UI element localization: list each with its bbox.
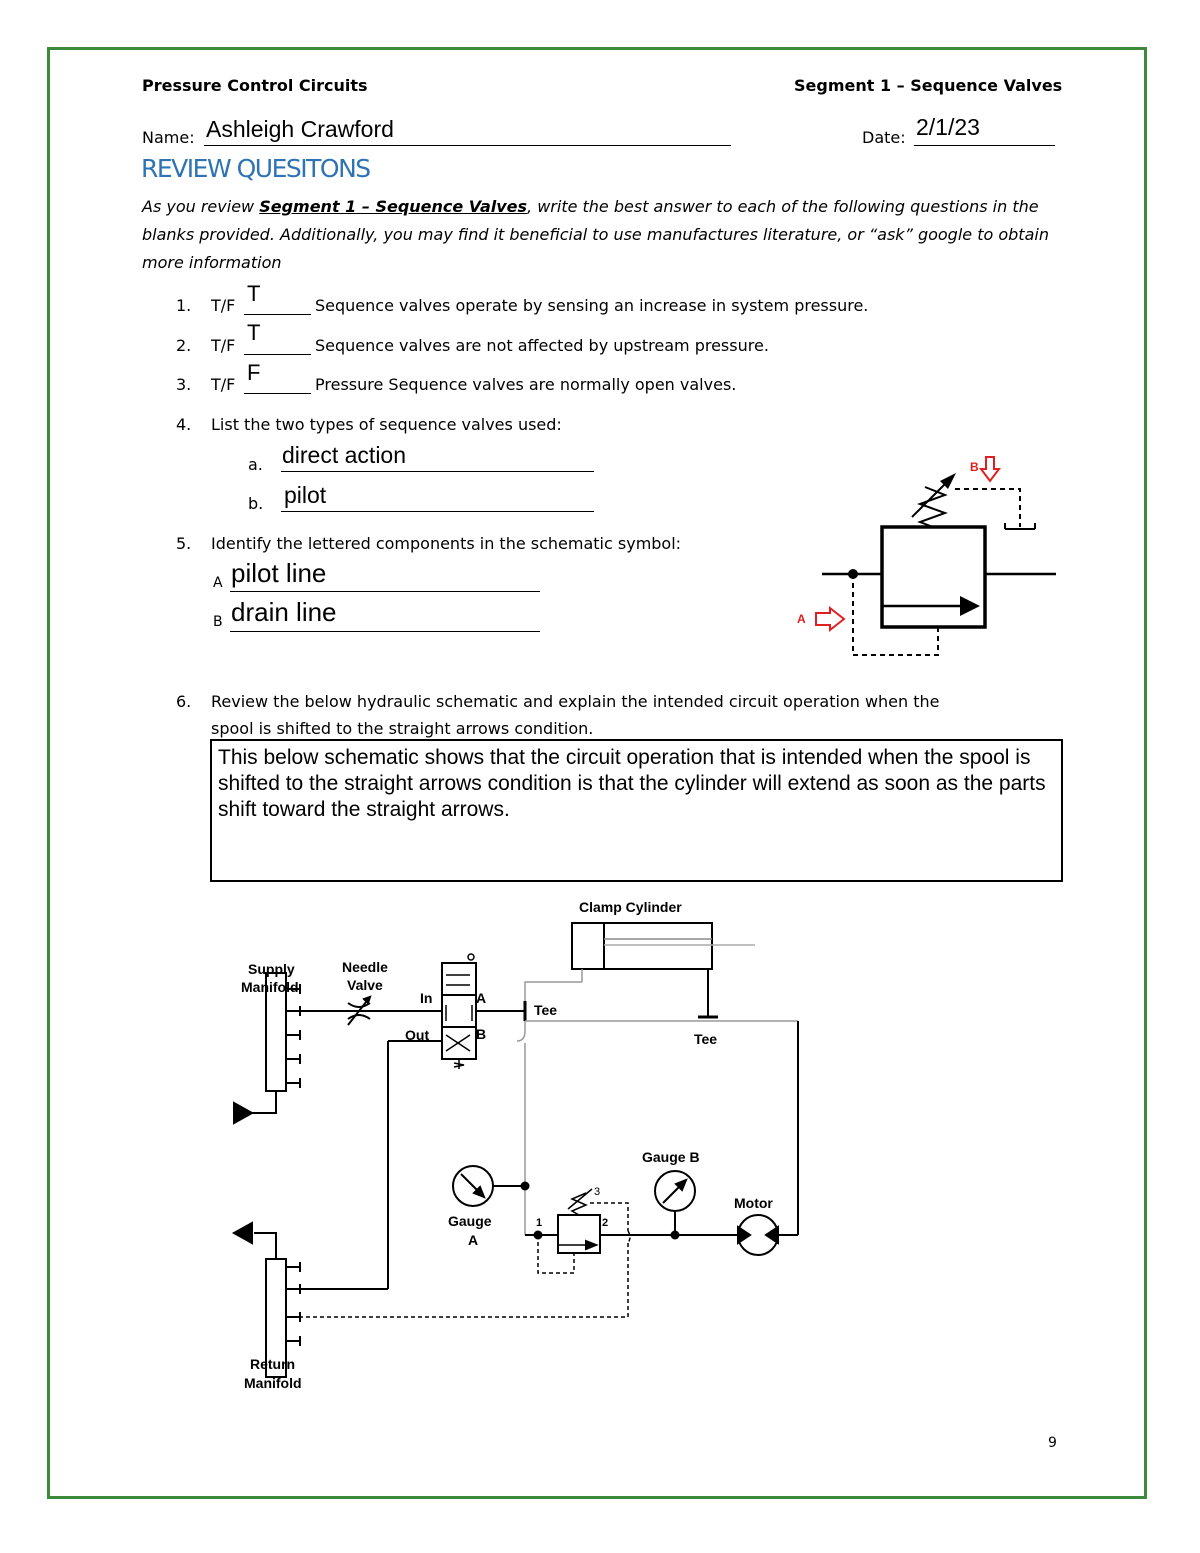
q1-number: 1. — [176, 296, 192, 315]
q2-text: Sequence valves are not affected by upst… — [315, 336, 769, 355]
label-return-2: Manifold — [244, 1375, 302, 1391]
label-supply-2: Manifold — [241, 979, 299, 995]
label-supply-1: Supply — [248, 961, 295, 977]
label-needle-2: Valve — [347, 977, 383, 993]
date-field[interactable]: 2/1/23 — [916, 114, 980, 140]
label-motor: Motor — [734, 1195, 773, 1211]
q4-text: List the two types of sequence valves us… — [211, 415, 562, 434]
q6-answer-box[interactable]: This below schematic shows that the circ… — [210, 739, 1063, 882]
intro-paragraph: As you review Segment 1 – Sequence Valve… — [142, 193, 1072, 277]
label-out: Out — [405, 1027, 429, 1043]
q4-a-blank — [281, 471, 594, 472]
label-port-1: 1 — [536, 1217, 542, 1229]
q3-blank — [244, 393, 311, 394]
q5-b-blank — [230, 631, 540, 632]
page-border — [47, 47, 1147, 1499]
q4-a-answer[interactable]: direct action — [282, 442, 407, 468]
label-port-3: 3 — [594, 1186, 600, 1198]
q5-text: Identify the lettered components in the … — [211, 534, 682, 553]
label-in: In — [420, 990, 432, 1006]
label-tee-1: Tee — [534, 1002, 557, 1018]
label-port-a: A — [476, 990, 486, 1006]
q1-text: Sequence valves operate by sensing an in… — [315, 296, 869, 315]
q6-text-line1: Review the below hydraulic schematic and… — [211, 692, 940, 711]
q4-b-label: b. — [248, 494, 264, 513]
label-gauge-b: Gauge B — [642, 1149, 700, 1165]
q2-prefix: T/F — [211, 336, 236, 355]
header-right: Segment 1 – Sequence Valves — [794, 76, 1063, 95]
q1-answer[interactable]: T — [247, 281, 261, 306]
q3-prefix: T/F — [211, 375, 236, 394]
q5-b-label: B — [213, 614, 223, 630]
arrow-right-icon — [815, 605, 846, 633]
hydraulic-schematic: Clamp Cylinder Supply Manifold Needle Va… — [231, 899, 799, 1391]
page-number: 9 — [1048, 1435, 1057, 1451]
q1-blank — [244, 314, 311, 315]
header-left: Pressure Control Circuits — [142, 76, 368, 95]
section-title: REVIEW QUESITONS — [141, 154, 371, 183]
label-return-1: Return — [250, 1356, 295, 1372]
q2-blank — [244, 354, 311, 355]
label-port-2: 2 — [602, 1217, 608, 1229]
q6-number: 6. — [176, 692, 192, 711]
arrow-down-icon — [979, 456, 1001, 483]
q5-a-label: A — [213, 575, 223, 591]
label-clamp-cylinder: Clamp Cylinder — [579, 899, 682, 915]
name-label: Name: — [142, 128, 195, 147]
q3-text: Pressure Sequence valves are normally op… — [315, 375, 737, 394]
intro-pre: As you review — [142, 197, 260, 216]
intro-post: , write the best answer to each of the f… — [142, 197, 1049, 272]
q4-number: 4. — [176, 415, 192, 434]
q6-text-line2: spool is shifted to the straight arrows … — [211, 719, 594, 738]
q1-prefix: T/F — [211, 296, 236, 315]
label-gauge-a-1: Gauge — [448, 1213, 492, 1229]
q4-a-label: a. — [248, 455, 263, 474]
label-port-b: B — [476, 1026, 486, 1042]
q5-a-answer[interactable]: pilot line — [231, 558, 327, 588]
label-tee-2: Tee — [694, 1031, 717, 1047]
q4-b-blank — [281, 511, 594, 512]
name-field[interactable]: Ashleigh Crawford — [206, 116, 394, 142]
symbol-label-b: B — [970, 460, 979, 474]
label-needle-1: Needle — [342, 959, 388, 975]
intro-segment-link: Segment 1 – Sequence Valves — [259, 197, 528, 216]
date-label: Date: — [862, 128, 906, 147]
sequence-valve-symbol: A B — [797, 456, 1056, 656]
q2-number: 2. — [176, 336, 192, 355]
q3-answer[interactable]: F — [247, 360, 261, 385]
label-gauge-a-2: A — [468, 1232, 478, 1248]
symbol-label-a: A — [797, 612, 806, 626]
clamp-cylinder — [571, 922, 713, 970]
q5-a-blank — [230, 591, 540, 592]
q5-b-answer[interactable]: drain line — [231, 597, 337, 627]
q5-number: 5. — [176, 534, 192, 553]
q2-answer[interactable]: T — [247, 320, 261, 345]
date-underline — [914, 145, 1055, 146]
q4-b-answer[interactable]: pilot — [284, 482, 327, 508]
q3-number: 3. — [176, 375, 192, 394]
name-underline — [204, 145, 731, 146]
